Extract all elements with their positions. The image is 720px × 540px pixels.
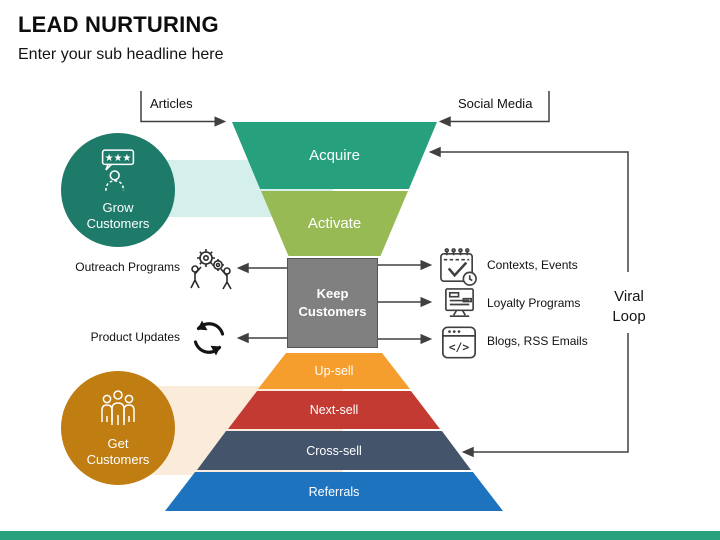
keep-customers-label: Keep Customers	[298, 286, 367, 319]
upsell-label: Up-sell	[314, 364, 354, 378]
referrals-label: Referrals	[308, 484, 360, 499]
funnel-stage-acquire-label: Acquire	[309, 147, 360, 164]
page-subtitle: Enter your sub headline here	[18, 46, 224, 63]
label-outreach-programs: Outreach Programs	[75, 260, 180, 274]
page-title: LEAD NURTURING	[18, 12, 219, 37]
label-articles: Articles	[150, 96, 193, 111]
gears-people-icon	[186, 246, 234, 297]
funnel-stage-activate-label: Activate	[307, 215, 362, 232]
people-group-icon	[96, 389, 140, 434]
monitor-list-icon	[441, 286, 478, 328]
rating-person-icon: ★★★	[97, 148, 139, 198]
funnel-stage-activate: Activate	[261, 191, 408, 256]
label-product-updates: Product Updates	[90, 330, 180, 344]
browser-code-icon: </>	[440, 324, 478, 366]
pyramid-layer-referrals: Referrals	[165, 472, 503, 511]
grow-customers-label: Grow Customers	[86, 199, 150, 231]
get-customers-circle: Get Customers	[61, 371, 175, 485]
label-blogs-rss-emails: Blogs, RSS Emails	[487, 334, 588, 348]
footer-bar	[0, 531, 720, 540]
svg-text:</>: </>	[449, 340, 470, 354]
grow-customers-circle: ★★★ Grow Customers	[61, 133, 175, 247]
label-social-media: Social Media	[458, 96, 533, 111]
get-customers-label: Get Customers	[86, 435, 150, 467]
svg-text:★★★: ★★★	[105, 153, 132, 164]
keep-customers-box: Keep Customers	[287, 258, 378, 348]
label-contexts-events: Contexts, Events	[487, 258, 578, 272]
pyramid-layer-crosssell: Cross-sell	[197, 431, 471, 470]
label-viral-loop: Viral Loop	[612, 288, 646, 326]
pyramid-layer-nextsell: Next-sell	[228, 391, 440, 429]
viral-loop-bottom-arrow	[461, 333, 629, 458]
refresh-icon	[189, 318, 229, 363]
crosssell-label: Cross-sell	[306, 443, 362, 458]
nextsell-label: Next-sell	[309, 403, 359, 417]
label-loyalty-programs: Loyalty Programs	[487, 296, 581, 310]
pyramid-layer-upsell: Up-sell	[258, 353, 410, 389]
funnel-stage-acquire: Acquire	[232, 122, 437, 189]
